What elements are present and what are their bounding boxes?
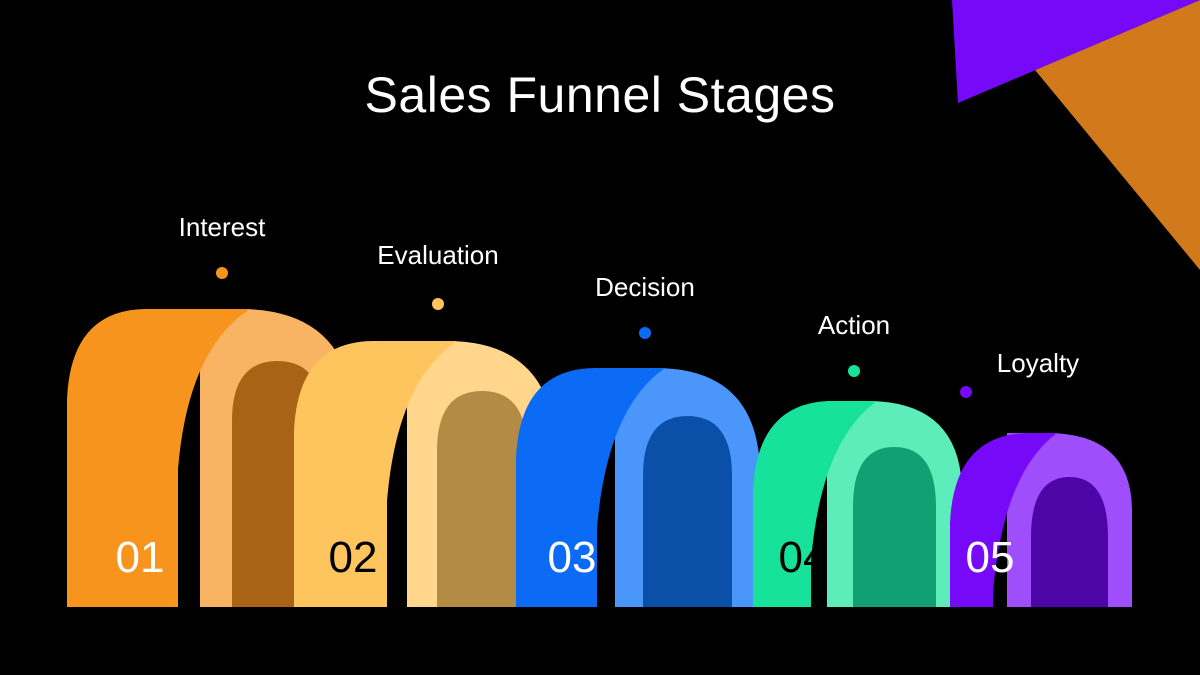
stage-arch-03 (516, 368, 760, 607)
stage-label-04: Action (817, 310, 891, 340)
arch-front (67, 309, 250, 607)
funnel-arches (67, 309, 1132, 607)
arch-front (516, 368, 665, 607)
stage-number-03: 03 (547, 533, 597, 582)
stage-label-02: Evaluation (377, 240, 499, 270)
arch-inner (853, 447, 936, 607)
stage-arch-04 (753, 401, 962, 607)
corner-orange-triangle (1035, 0, 1200, 270)
stage-number-02: 02 (328, 533, 378, 582)
arch-inner (643, 416, 732, 607)
arch-inner (1031, 477, 1108, 607)
stage-arch-05 (950, 433, 1132, 607)
arch-front (950, 433, 1057, 607)
stage-dot (432, 298, 444, 310)
stage-dot (639, 327, 651, 339)
stage-number-05: 05 (965, 533, 1015, 582)
stage-dot (216, 267, 228, 279)
stage-number-01: 01 (115, 533, 165, 582)
arch-front (294, 341, 457, 607)
stage-dot (848, 365, 860, 377)
stage-dot (960, 386, 972, 398)
stage-label-05: Loyalty (996, 348, 1080, 378)
stage-label-01: Interest (178, 212, 266, 242)
corner-purple-triangle (952, 0, 1200, 103)
stage-number-04: 04 (778, 533, 828, 582)
arch-front (753, 401, 877, 607)
arch-inner (437, 391, 527, 607)
page-title: Sales Funnel Stages (364, 67, 836, 123)
stage-label-03: Decision (595, 272, 695, 302)
